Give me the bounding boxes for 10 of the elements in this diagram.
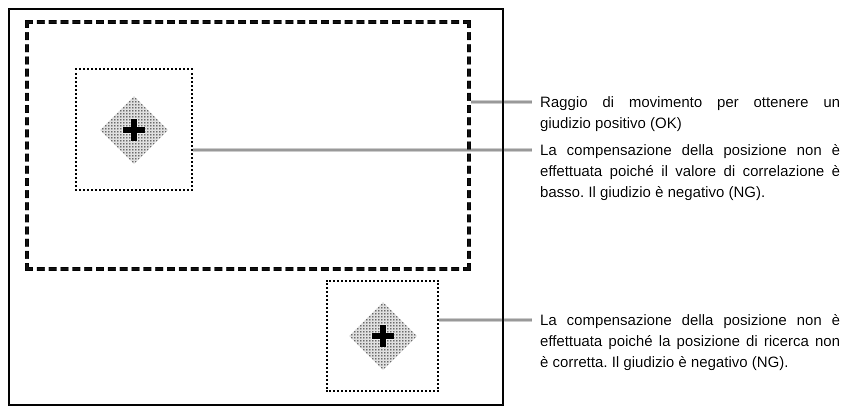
leader-line [193, 148, 532, 152]
leader-line [471, 100, 532, 104]
screen-frame [8, 8, 504, 406]
callout-text: La compensazione della posizione non è effettuata poiché il valore di correlazione è basso. Il giudizio è negativo (NG). [540, 141, 840, 203]
model-window [326, 280, 439, 392]
search-region [25, 20, 471, 271]
callout-text: La compensazione della posizione non è effettuata poiché la posizione di ricerca non è corretta. Il giudizio è negativo (NG). [540, 311, 840, 373]
callout-text: Raggio di movimento per ottenere un giudizio positivo (OK) [540, 93, 840, 134]
model-window [75, 68, 193, 191]
leader-line [439, 318, 532, 322]
